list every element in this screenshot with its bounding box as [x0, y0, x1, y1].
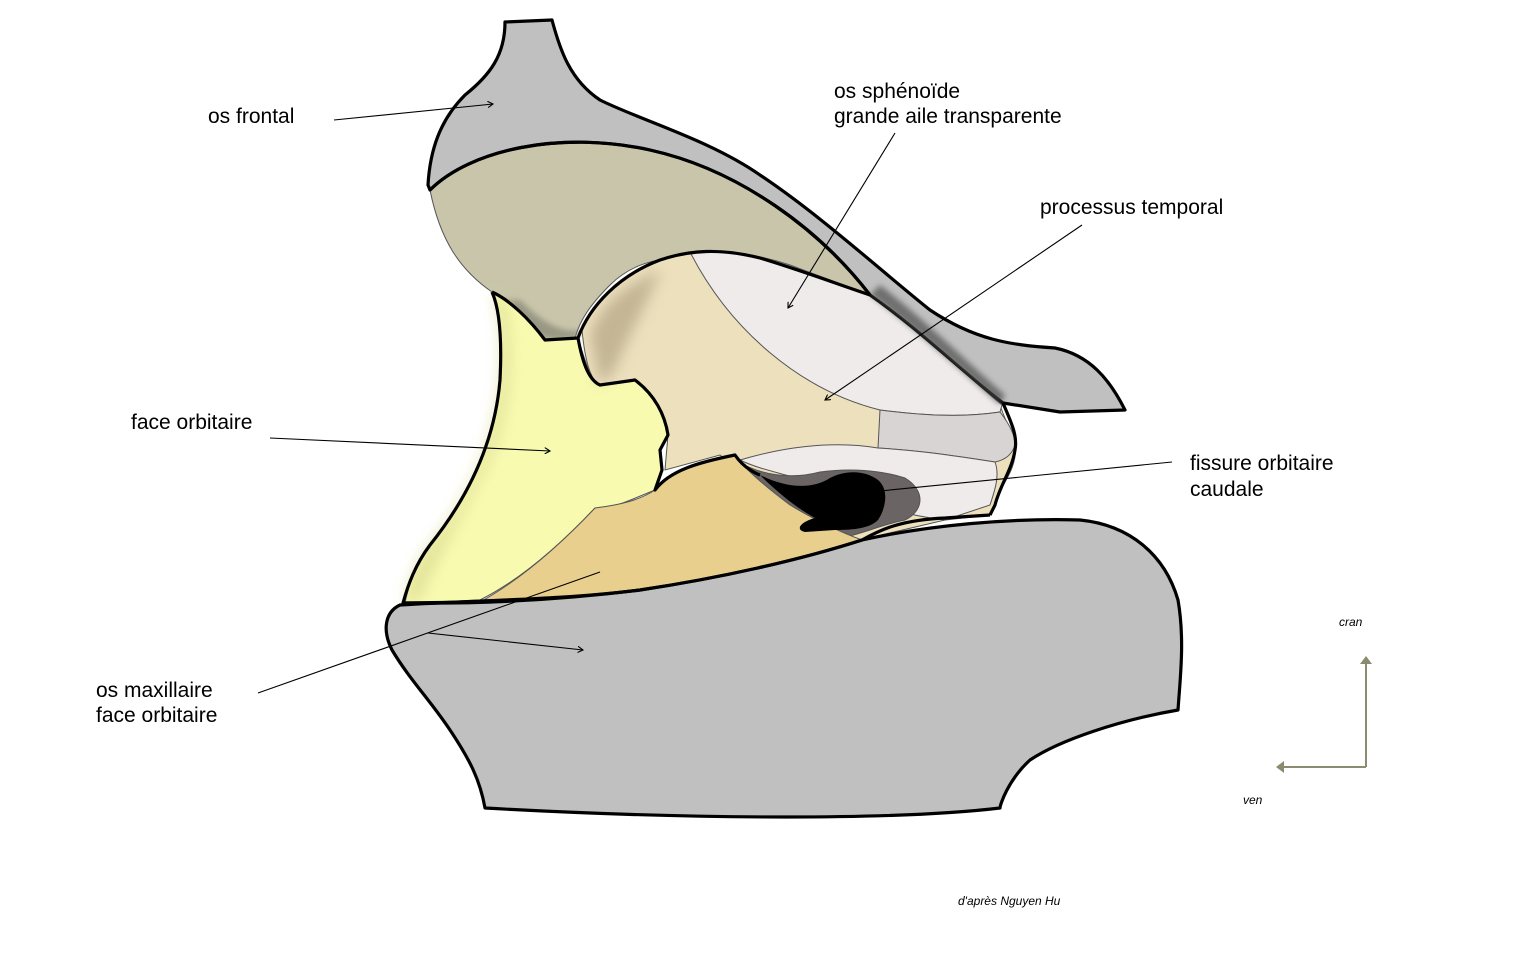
orientation-label-ven: ven — [1243, 793, 1263, 807]
orbital-inner-outline — [576, 337, 761, 492]
khaki-shadow — [500, 300, 585, 340]
label-fissure-line1: fissure orbitaire — [1190, 452, 1334, 475]
leader-os-frontal — [333, 104, 493, 121]
leader-sphenoide — [788, 132, 896, 308]
leader-maxillaire-a — [257, 571, 601, 694]
credit-text: d'après Nguyen Hu — [958, 894, 1061, 908]
leader-fissure — [870, 461, 1173, 492]
label-sphenoide-line1: os sphénoïde — [834, 80, 960, 103]
label-os-frontal: os frontal — [208, 105, 294, 128]
label-processus-temporal: processus temporal — [1040, 196, 1223, 219]
processus-shadow — [590, 270, 660, 385]
zygomatic-outline — [428, 140, 872, 296]
orientation-axes — [1282, 662, 1367, 768]
orientation-arrow-left-icon — [1276, 761, 1284, 773]
leader-maxillaire-b — [427, 632, 583, 650]
face-orbitaire-outline — [401, 291, 503, 605]
label-face-orbitaire: face orbitaire — [131, 411, 252, 434]
label-fissure-line2: caudale — [1190, 478, 1264, 501]
orbit-rim-outline — [491, 249, 1018, 516]
label-maxillaire-line1: os maxillaire — [96, 679, 213, 702]
maxillary-rim-outline — [402, 513, 991, 605]
orientation-label-cran: cran — [1339, 615, 1363, 629]
label-maxillaire-line2: face orbitaire — [96, 704, 217, 727]
frontal-shadow — [870, 285, 1005, 405]
fissure-orbitaire-caudale — [760, 472, 886, 532]
leader-processus-temporal — [825, 224, 1083, 400]
orientation-arrow-up-icon — [1360, 656, 1372, 664]
leader-face-orbitaire — [269, 437, 550, 451]
label-sphenoide-line2: grande aile transparente — [834, 105, 1062, 128]
